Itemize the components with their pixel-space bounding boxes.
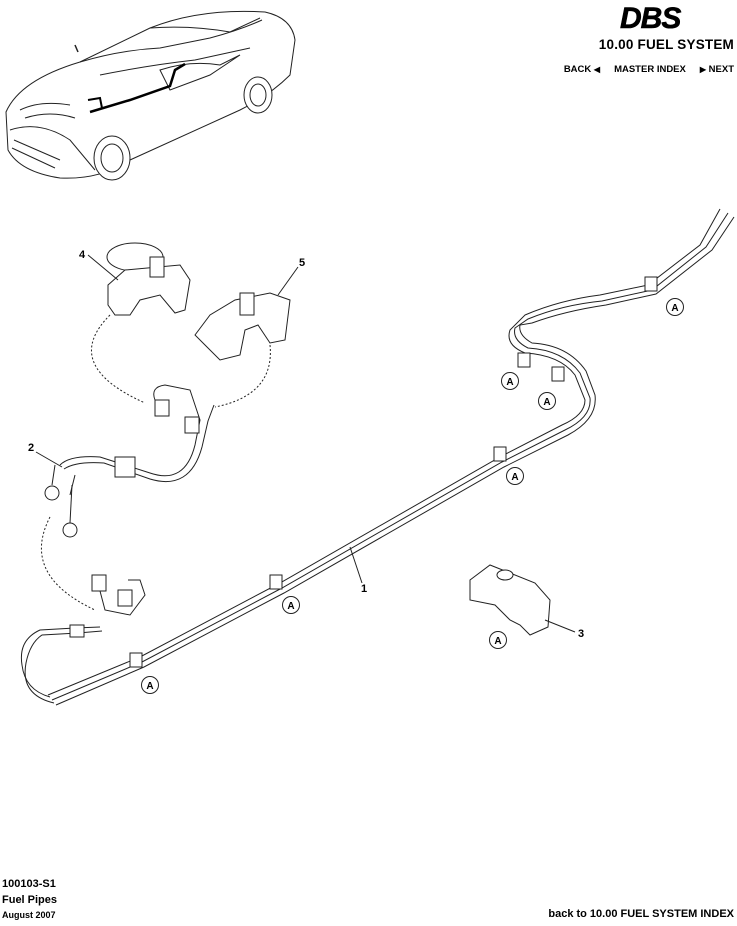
clip-markers [141, 298, 684, 694]
callout-3: 3 [578, 628, 584, 640]
document-title: Fuel Pipes [2, 894, 58, 906]
document-date: August 2007 [2, 910, 56, 920]
car-illustration [5, 10, 296, 181]
next-arrow-icon: ▶ [699, 65, 707, 74]
document-code: 100103-S1 [2, 878, 56, 890]
nav-bar: BACK ◀ MASTER INDEX ▶ NEXT [564, 64, 734, 75]
next-link[interactable]: ▶ NEXT [700, 64, 734, 75]
assembly-arrows [41, 314, 271, 611]
marker-a: A [511, 472, 518, 483]
marker-a: A [671, 303, 678, 314]
marker-a: A [287, 601, 294, 612]
callout-numbers: 1 2 3 4 5 [28, 249, 584, 640]
pipe-clips [129, 276, 658, 668]
clip-marker-labels: A A A A A A A [146, 303, 678, 692]
callout-4: 4 [79, 249, 86, 261]
fuel-pipes-diagram: A A A A A A A 1 2 3 4 5 [20, 208, 735, 706]
next-label: NEXT [708, 64, 734, 75]
connector-group-lower [69, 574, 146, 638]
master-index-link[interactable]: MASTER INDEX [614, 64, 686, 75]
logo-text: DBS [620, 2, 681, 32]
back-link[interactable]: BACK ◀ [564, 64, 600, 75]
connector-group-upper [44, 384, 215, 538]
callout-5: 5 [299, 257, 305, 269]
bracket-3 [469, 564, 551, 636]
back-arrow-icon: ◀ [593, 65, 601, 74]
callout-1: 1 [361, 583, 367, 595]
marker-a: A [506, 377, 513, 388]
back-label: BACK [563, 64, 592, 75]
marker-a: A [543, 397, 550, 408]
callout-2: 2 [28, 442, 34, 454]
dbs-logo: DBS [620, 2, 683, 32]
back-to-index-link[interactable]: back to 10.00 FUEL SYSTEM INDEX [548, 908, 734, 920]
leader-lines [35, 254, 576, 633]
marker-a: A [146, 681, 153, 692]
marker-a: A [494, 636, 501, 647]
clip-detail-5 [194, 292, 291, 361]
clip-detail-4 [106, 242, 191, 316]
section-title: 10.00 FUEL SYSTEM [598, 37, 734, 52]
